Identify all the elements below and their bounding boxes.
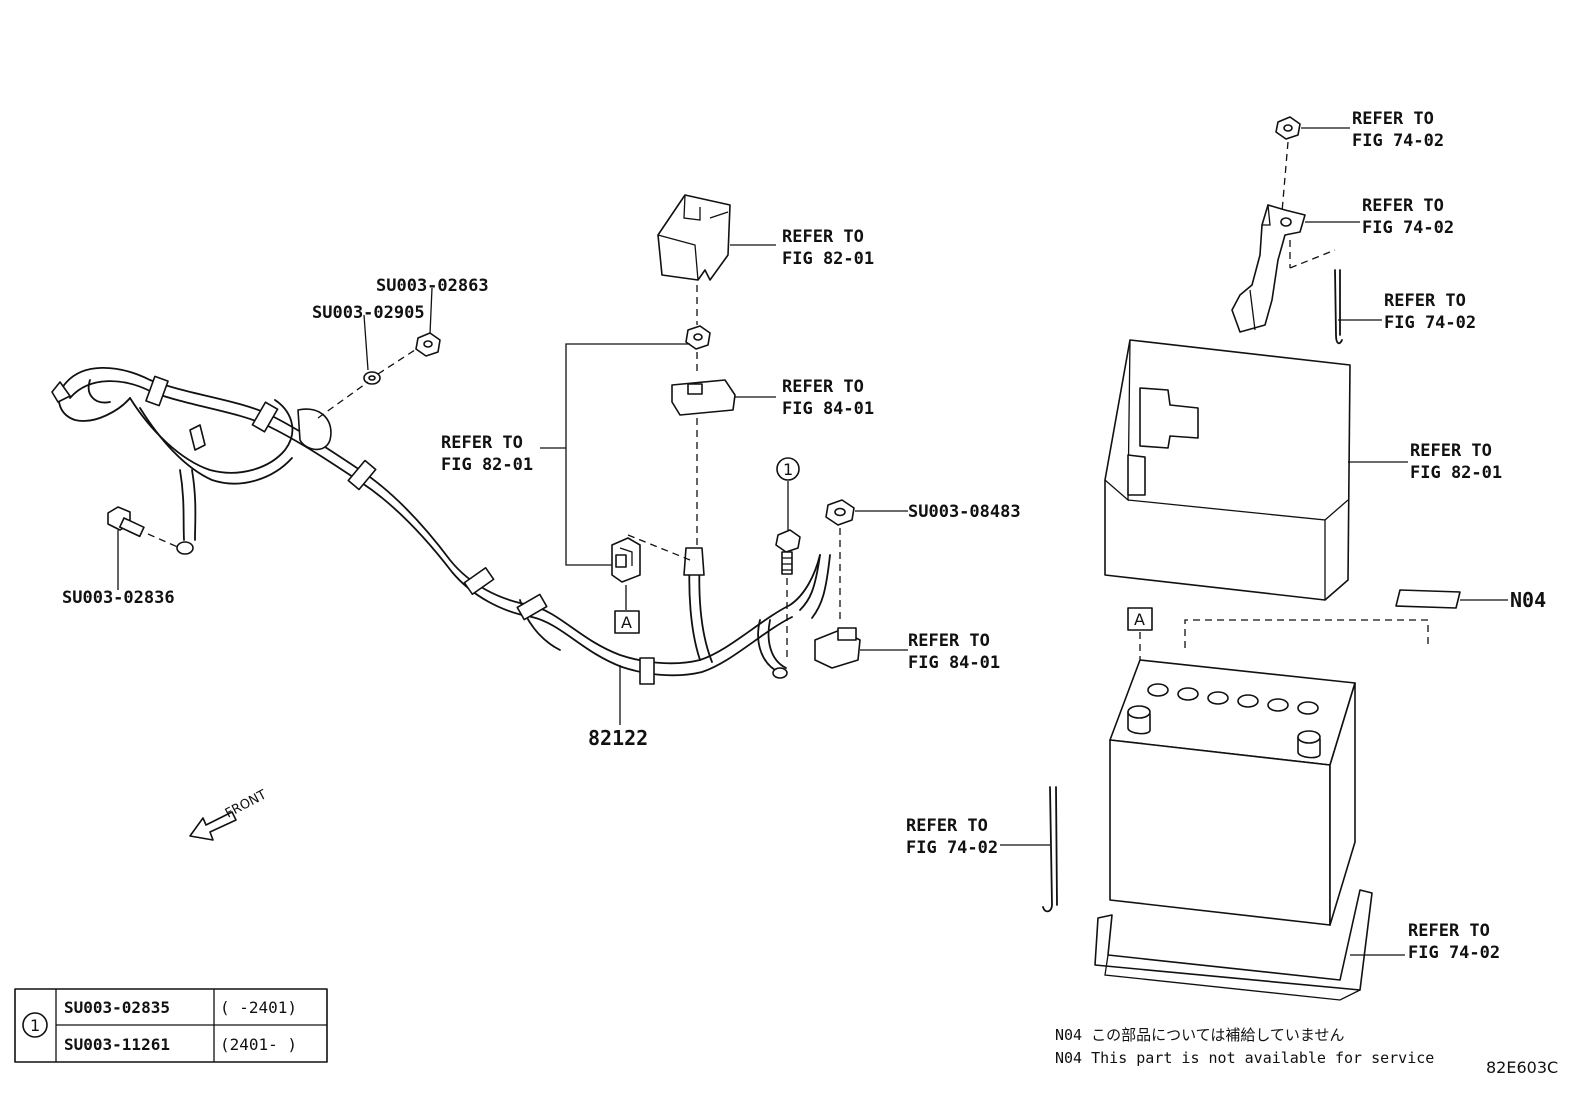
- hold-down-nut: [1275, 116, 1350, 140]
- harness-clamp: [611, 534, 691, 610]
- ref-clamp-line1: REFER TO: [441, 433, 523, 453]
- ref-marker-a-right: [1127, 607, 1153, 631]
- fusible-link-block: [671, 379, 776, 416]
- wire-harness-82122: [51, 367, 831, 685]
- ref-fuse-block-line2: FIG 84-01: [782, 399, 874, 419]
- bolt-su003-02836: [107, 506, 181, 590]
- label-su003-02836: SU003-02836: [62, 588, 175, 608]
- label-part-82122: 82122: [588, 726, 648, 750]
- battery-tray: [1094, 889, 1405, 1001]
- label-su003-08483: SU003-08483: [908, 502, 1021, 522]
- ref-sensor-line1: REFER TO: [908, 631, 990, 651]
- circle-one-marker: [776, 457, 800, 481]
- table-row-2-range: (2401- ): [220, 1035, 297, 1054]
- ref-top-cover-line2: FIG 82-01: [782, 249, 874, 269]
- note-japanese: N04 この部品については補給していません: [1055, 1026, 1344, 1044]
- table-row-2-part: SU003-11261: [64, 1035, 170, 1054]
- ref-sensor-line2: FIG 84-01: [908, 653, 1000, 673]
- table-row-1-range: ( -2401): [220, 998, 297, 1017]
- front-label: FRONT: [223, 787, 269, 821]
- application-table: 1 SU003-02835 ( -2401) SU003-11261 (2401…: [14, 988, 328, 1063]
- terminal-cover: [657, 194, 776, 281]
- ref-hold-rod-side-line1: REFER TO: [906, 816, 988, 836]
- ref-hold-rod-top-line2: FIG 74-02: [1384, 313, 1476, 333]
- terminal-nut: [685, 325, 711, 350]
- battery-cover: [1104, 339, 1408, 601]
- ref-clamp-line2: FIG 82-01: [441, 455, 533, 475]
- ref-tray-line1: REFER TO: [1408, 921, 1490, 941]
- ref-hold-rod-top-line1: REFER TO: [1384, 291, 1466, 311]
- ref-hold-rod-side-line2: FIG 74-02: [906, 838, 998, 858]
- battery-hold-rod-top: [1334, 269, 1382, 345]
- front-arrow: [189, 811, 237, 841]
- ref-top-cover-line1: REFER TO: [782, 227, 864, 247]
- ref-battery-cover-line2: FIG 82-01: [1410, 463, 1502, 483]
- battery-hold-rod-side: [1000, 786, 1058, 913]
- caution-label-n04: [1395, 589, 1508, 609]
- figure-id: 82E603C: [1486, 1058, 1558, 1077]
- ref-marker-a-right-text: A: [1134, 610, 1145, 629]
- ref-hold-clamp-line1: REFER TO: [1362, 196, 1444, 216]
- ref-battery-cover-line1: REFER TO: [1410, 441, 1492, 461]
- battery: [1109, 659, 1356, 926]
- nut-su003-08483: [825, 499, 908, 526]
- current-sensor: [814, 627, 908, 669]
- table-row-1-part: SU003-02835: [64, 998, 170, 1017]
- battery-hold-down-clamp: [1231, 204, 1360, 333]
- ref-hold-nut-line2: FIG 74-02: [1352, 131, 1444, 151]
- ref-tray-line2: FIG 74-02: [1408, 943, 1500, 963]
- circle-one-marker-text: 1: [783, 460, 793, 479]
- ref-marker-a-left-text: A: [621, 613, 632, 632]
- ref-hold-nut-line1: REFER TO: [1352, 109, 1434, 129]
- ref-hold-clamp-line2: FIG 74-02: [1362, 218, 1454, 238]
- washer-su003-02905: [363, 314, 381, 385]
- label-su003-02863: SU003-02863: [376, 276, 489, 296]
- nut-su003-02863: [415, 287, 441, 357]
- ref-marker-a-left: [614, 610, 640, 634]
- table-symbol: 1: [30, 1016, 40, 1035]
- ref-fuse-block-line1: REFER TO: [782, 377, 864, 397]
- bolt-circle-one: [775, 529, 801, 575]
- label-su003-02905: SU003-02905: [312, 303, 425, 323]
- note-english: N04 This part is not available for servi…: [1055, 1049, 1434, 1067]
- label-n04: N04: [1510, 588, 1546, 612]
